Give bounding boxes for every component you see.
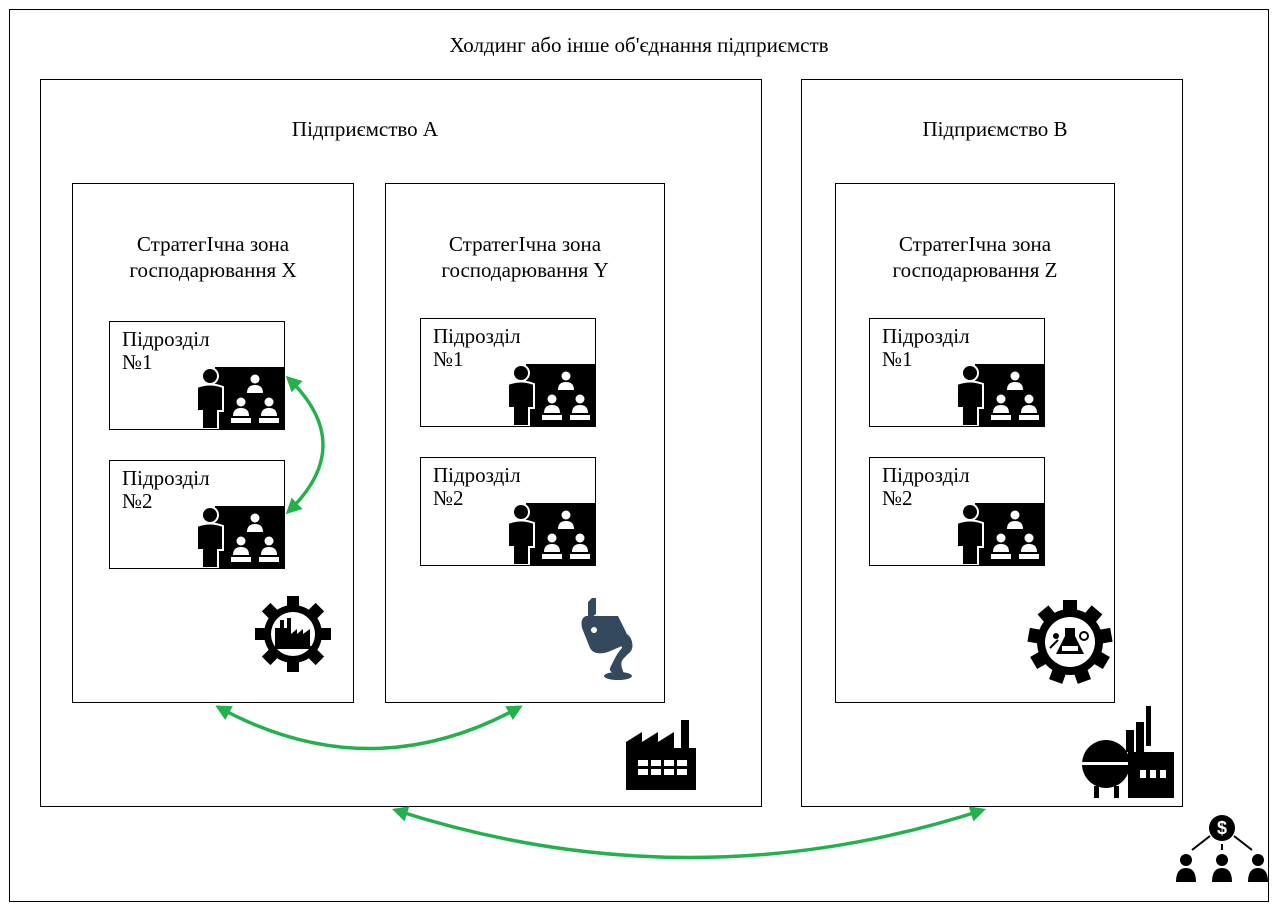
unit-label: Підрозділ №2 (122, 466, 210, 513)
industry-gear-icon (255, 596, 331, 672)
unit-label: Підрозділ №2 (882, 463, 970, 510)
unit-box: Підрозділ №1 (420, 318, 596, 427)
chemistry-gear-icon (1027, 600, 1113, 684)
unit-box: Підрозділ №1 (109, 321, 285, 430)
unit-box: Підрозділ №2 (109, 460, 285, 569)
team-presentation-icon (955, 364, 1045, 426)
factory-icon (626, 720, 696, 790)
team-presentation-icon (195, 367, 285, 429)
unit-box: Підрозділ №1 (869, 318, 1045, 427)
unit-label: Підрозділ №1 (122, 327, 210, 374)
unit-label: Підрозділ №2 (433, 463, 521, 510)
metal-casting-ladle-icon (581, 598, 633, 680)
enterprise-b-title: Підприємство В (922, 117, 1068, 141)
financial-hierarchy-icon: $ (1176, 815, 1268, 882)
team-presentation-icon (955, 503, 1045, 565)
team-presentation-icon (195, 506, 285, 568)
svg-text:$: $ (1217, 818, 1227, 838)
unit-label: Підрозділ №1 (433, 324, 521, 371)
zone-z-title: СтратегІчна зона господарювання Z (892, 232, 1058, 282)
zone-y-title: СтратегІчна зона господарювання Y (441, 232, 609, 282)
holding-title: Холдинг або інше об'єднання підприємств (449, 33, 829, 57)
unit-box: Підрозділ №2 (869, 457, 1045, 566)
enterprise-a-title: Підприємство А (291, 117, 439, 141)
refinery-plant-icon (1078, 706, 1174, 798)
unit-label: Підрозділ №1 (882, 324, 970, 371)
team-presentation-icon (506, 364, 596, 426)
zone-x-title: СтратегІчна зона господарювання X (129, 232, 297, 282)
zone-y-box (385, 183, 665, 703)
unit-box: Підрозділ №2 (420, 457, 596, 566)
team-presentation-icon (506, 503, 596, 565)
